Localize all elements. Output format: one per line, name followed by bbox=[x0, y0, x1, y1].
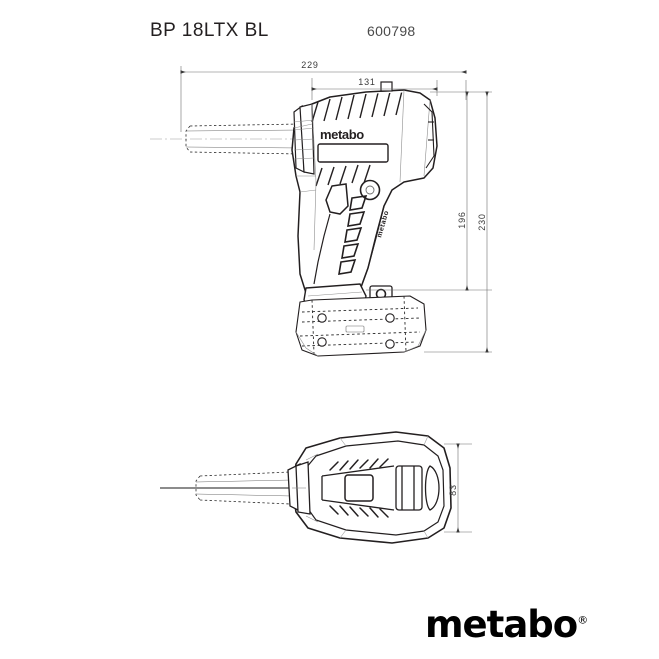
top-outer-contour bbox=[339, 435, 429, 539]
chuck-ring-lines bbox=[293, 119, 315, 160]
page-title: BP 18LTX BL bbox=[150, 20, 269, 41]
body-contour-lines bbox=[293, 89, 431, 251]
top-vent-frame bbox=[321, 465, 395, 511]
metabo-logo: metabo® bbox=[425, 603, 588, 646]
direction-switch bbox=[359, 179, 381, 201]
top-center-pad bbox=[344, 474, 374, 502]
dimension-label-196: 196 bbox=[457, 211, 467, 228]
top-vent-hatching-lower bbox=[329, 505, 389, 518]
top-switch-cluster bbox=[395, 465, 423, 511]
dimension-label-230: 230 bbox=[477, 213, 487, 230]
top-vent-hatching-upper bbox=[329, 458, 389, 471]
chuck-housing bbox=[293, 103, 315, 175]
bit-shank-lines bbox=[185, 129, 301, 149]
metabo-wordmark: metabo bbox=[425, 603, 578, 646]
bit-projection-dashed bbox=[185, 112, 301, 166]
handle-edge-lines bbox=[313, 205, 385, 291]
side-view-metabo-label: metabo bbox=[320, 127, 364, 142]
dimension-label-229: 229 bbox=[301, 60, 318, 70]
dimension-group-side bbox=[180, 66, 492, 353]
registered-trademark-icon: ® bbox=[577, 613, 589, 627]
front-face-detail bbox=[423, 103, 435, 169]
lower-vent-hatching bbox=[315, 164, 371, 187]
dimension-label-131: 131 bbox=[358, 77, 375, 87]
side-elevation-view: metabo bbox=[150, 60, 492, 357]
grip-rubber-hatching bbox=[338, 195, 368, 275]
dimension-label-83: 83 bbox=[448, 484, 458, 496]
top-plan-view: 83 bbox=[160, 431, 472, 544]
top-knob bbox=[380, 81, 393, 92]
dimension-group-top bbox=[444, 443, 472, 533]
trigger bbox=[325, 183, 349, 215]
article-number: 600798 bbox=[367, 23, 416, 39]
top-bit-side-lines bbox=[195, 479, 293, 497]
battery-pack bbox=[295, 295, 427, 357]
top-nose-contours bbox=[292, 453, 319, 523]
top-bit-projection-dashed bbox=[195, 471, 291, 505]
top-end-cap bbox=[424, 465, 440, 511]
product-nameplate bbox=[317, 143, 389, 163]
